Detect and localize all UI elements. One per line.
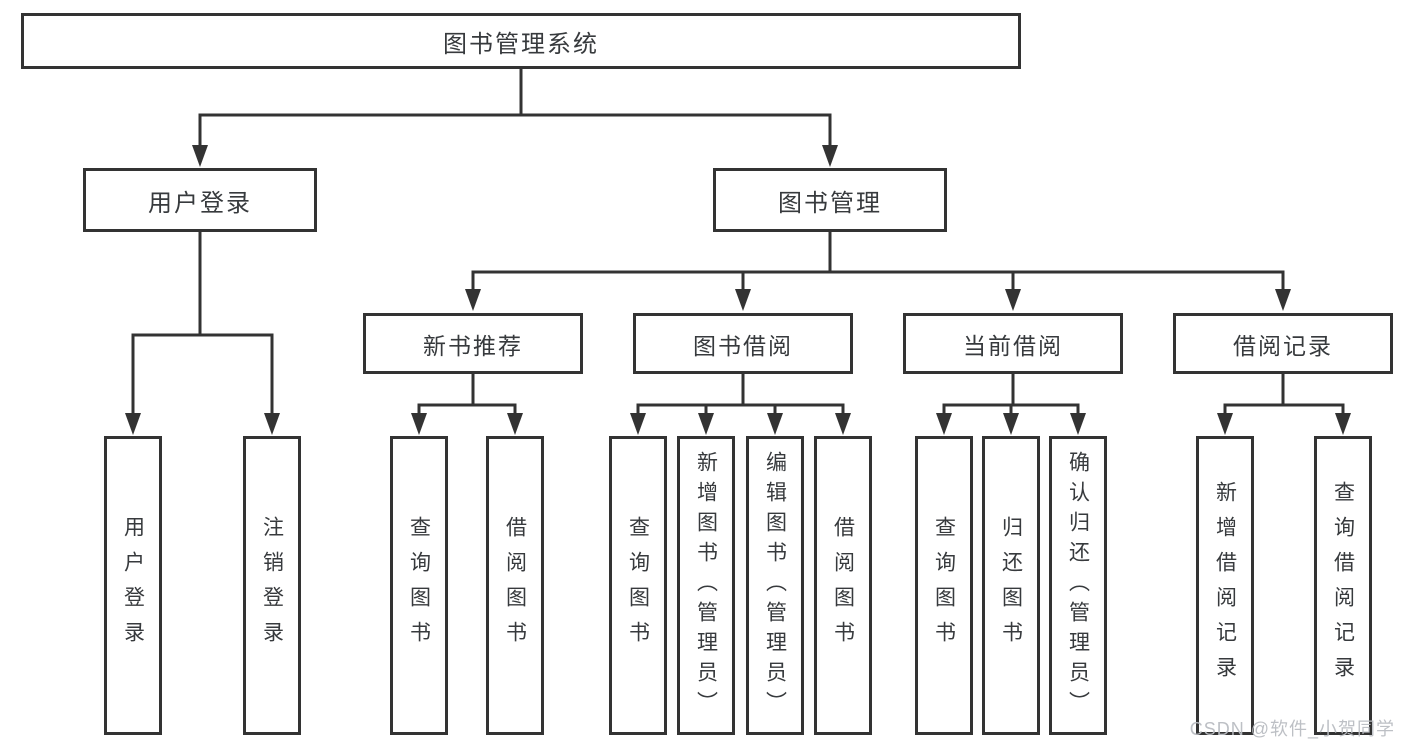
leaf-label: 确认归还（管理员）: [1066, 450, 1090, 721]
leaf-logout: 注销登录: [243, 436, 301, 735]
leaf-return-book: 归还图书: [982, 436, 1040, 735]
leaf-user-login: 用户登录: [104, 436, 162, 735]
leaf-label: 查询借阅记录: [1331, 480, 1355, 691]
node-current-borrow: 当前借阅: [903, 313, 1123, 374]
node-book-management: 图书管理: [713, 168, 947, 232]
node-label: 新书推荐: [423, 332, 523, 359]
edge-book-management-to-level2: [465, 232, 1291, 311]
leaf-label: 借阅图书: [503, 515, 527, 656]
leaf-borrow-books-1: 借阅图书: [486, 436, 544, 735]
leaf-label: 新增图书（管理员）: [694, 450, 718, 721]
node-book-borrow: 图书借阅: [633, 313, 853, 374]
leaf-label: 编辑图书（管理员）: [763, 450, 787, 721]
node-label: 当前借阅: [963, 332, 1063, 359]
leaf-label: 新增借阅记录: [1213, 480, 1237, 691]
leaf-query-books-2: 查询图书: [609, 436, 667, 735]
node-label: 图书管理系统: [443, 30, 599, 58]
leaf-borrow-books-2: 借阅图书: [814, 436, 872, 735]
edge-borrow-records-to-leaves: [1217, 374, 1351, 435]
leaf-add-borrow-record: 新增借阅记录: [1196, 436, 1254, 735]
leaf-add-book-admin: 新增图书（管理员）: [677, 436, 735, 735]
node-label: 图书管理: [778, 189, 882, 217]
leaf-label: 注销登录: [260, 515, 284, 656]
watermark: CSDN @软件_小贺同学: [1189, 719, 1395, 739]
leaf-query-books-1: 查询图书: [390, 436, 448, 735]
edge-new-book-recommend-to-leaves: [411, 374, 523, 435]
node-label: 用户登录: [148, 189, 252, 217]
leaf-confirm-return-admin: 确认归还（管理员）: [1049, 436, 1107, 735]
edge-user-login-to-leaves: [125, 232, 280, 435]
node-borrow-records: 借阅记录: [1173, 313, 1393, 374]
node-new-book-recommend: 新书推荐: [363, 313, 583, 374]
leaf-label: 查询图书: [407, 515, 431, 656]
node-library-management-system: 图书管理系统: [21, 13, 1021, 69]
node-label: 图书借阅: [693, 332, 793, 359]
leaf-query-borrow-record: 查询借阅记录: [1314, 436, 1372, 735]
leaf-label: 用户登录: [121, 515, 145, 656]
leaf-label: 查询图书: [626, 515, 650, 656]
edge-book-borrow-to-leaves: [630, 374, 851, 435]
edge-root-to-level1: [192, 69, 838, 167]
edge-current-borrow-to-leaves: [936, 374, 1086, 435]
leaf-edit-book-admin: 编辑图书（管理员）: [746, 436, 804, 735]
leaf-query-books-3: 查询图书: [915, 436, 973, 735]
node-label: 借阅记录: [1233, 332, 1333, 359]
leaf-label: 归还图书: [999, 515, 1023, 656]
leaf-label: 借阅图书: [831, 515, 855, 656]
node-user-login: 用户登录: [83, 168, 317, 232]
leaf-label: 查询图书: [932, 515, 956, 656]
